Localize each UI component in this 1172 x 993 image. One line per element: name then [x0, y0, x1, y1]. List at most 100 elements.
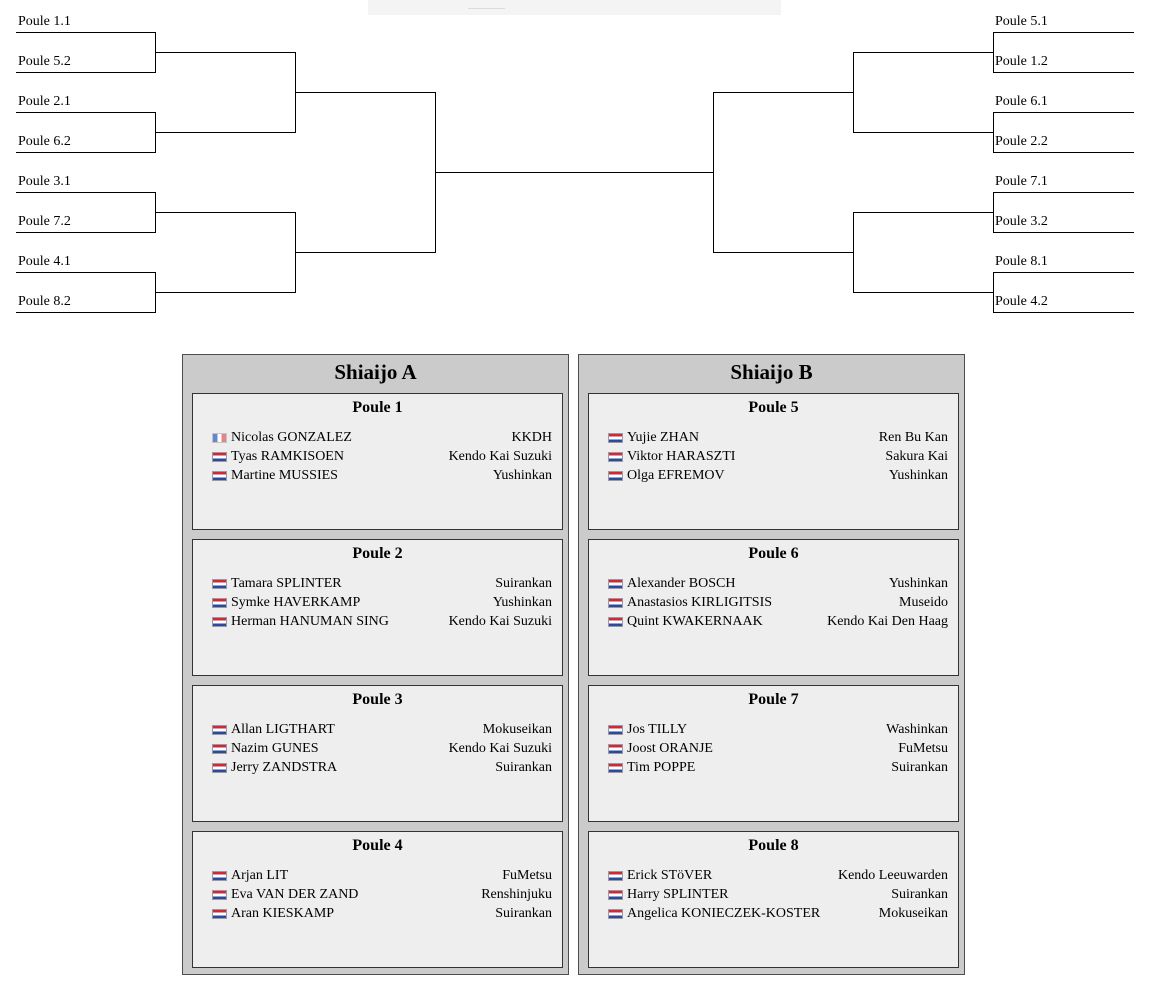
- poule-title: Poule 7: [748, 691, 799, 708]
- bracket-line: [993, 72, 1134, 73]
- netherlands-flag-icon: [608, 763, 623, 773]
- bracket-slot-left-5: Poule 3.1: [18, 174, 71, 189]
- bracket-line: [16, 112, 156, 113]
- fighter-club: Kendo Kai Suzuki: [448, 741, 552, 756]
- poule-title: Poule 8: [748, 837, 799, 854]
- bracket-line: [155, 32, 156, 72]
- bracket-line: [993, 192, 1134, 193]
- fighter-club: Kendo Leeuwarden: [837, 868, 948, 883]
- bracket-line: [296, 92, 436, 93]
- netherlands-flag-icon: [608, 598, 623, 608]
- bracket-slot-right-6: Poule 3.2: [995, 214, 1048, 229]
- netherlands-flag-icon: [608, 617, 623, 627]
- fighter-name: Nicolas GONZALEZ: [231, 430, 352, 445]
- fighter-name: Tim POPPE: [627, 760, 696, 775]
- bracket-slot-right-7: Poule 8.1: [995, 254, 1048, 269]
- bracket-slot-left-2: Poule 5.2: [18, 54, 71, 69]
- bracket-line: [993, 32, 1134, 33]
- netherlands-flag-icon: [608, 471, 623, 481]
- bracket-line: [993, 312, 1134, 313]
- fighter-row: Olga EFREMOV Yushinkan: [608, 466, 948, 485]
- france-flag-icon: [212, 433, 227, 443]
- bracket-slot-right-1: Poule 5.1: [995, 14, 1048, 29]
- bracket-line: [853, 52, 994, 53]
- bracket-slot-left-7: Poule 4.1: [18, 254, 71, 269]
- fighter-club: FuMetsu: [898, 741, 948, 756]
- poule-title: Poule 5: [748, 399, 799, 416]
- fighter-club: Suirankan: [891, 760, 948, 775]
- bracket-line: [993, 152, 1134, 153]
- bracket-line: [993, 32, 994, 72]
- netherlands-flag-icon: [212, 471, 227, 481]
- bracket-line: [993, 192, 994, 232]
- bracket-slot-right-3: Poule 6.1: [995, 94, 1048, 109]
- bracket-line: [16, 152, 156, 153]
- netherlands-flag-icon: [212, 909, 227, 919]
- bracket-line: [993, 272, 994, 312]
- bracket-line: [156, 212, 296, 213]
- fighter-name: Eva VAN DER ZAND: [231, 887, 359, 902]
- bracket-line: [295, 212, 296, 292]
- fighter-name: Olga EFREMOV: [627, 468, 725, 483]
- shiaijo-title: Shiaijo B: [730, 360, 813, 384]
- bracket-line: [435, 92, 436, 252]
- bracket-line: [16, 312, 156, 313]
- fighter-row: Nicolas GONZALEZ KKDH: [212, 428, 552, 447]
- netherlands-flag-icon: [212, 725, 227, 735]
- netherlands-flag-icon: [608, 890, 623, 900]
- fighter-row: Joost ORANJE FuMetsu: [608, 739, 948, 758]
- fighter-club: Mokuseikan: [482, 722, 552, 737]
- bracket-line: [993, 232, 1134, 233]
- fighter-name: Tyas RAMKISOEN: [231, 449, 344, 464]
- netherlands-flag-icon: [608, 433, 623, 443]
- fighter-club: Renshinjuku: [481, 887, 552, 902]
- fighter-name: Jos TILLY: [627, 722, 688, 737]
- bracket-line: [16, 192, 156, 193]
- fighter-club: Suirankan: [495, 906, 552, 921]
- fighter-club: Yushinkan: [492, 468, 552, 483]
- fighter-name: Joost ORANJE: [627, 741, 713, 756]
- fighter-club: KKDH: [511, 430, 552, 445]
- netherlands-flag-icon: [212, 744, 227, 754]
- bracket-line: [156, 292, 296, 293]
- netherlands-flag-icon: [608, 909, 623, 919]
- fighter-club: Kendo Kai Suzuki: [448, 614, 552, 629]
- bracket-line: [156, 52, 296, 53]
- netherlands-flag-icon: [608, 725, 623, 735]
- fighter-name: Harry SPLINTER: [627, 887, 729, 902]
- bracket-final-line: [436, 172, 714, 173]
- fighter-club: Yushinkan: [888, 468, 948, 483]
- bracket-line: [853, 52, 854, 132]
- fighter-club: Kendo Kai Suzuki: [448, 449, 552, 464]
- bracket-line: [155, 112, 156, 152]
- fighter-club: Washinkan: [886, 722, 948, 737]
- poule-title: Poule 6: [748, 545, 799, 562]
- bracket-slot-left-6: Poule 7.2: [18, 214, 71, 229]
- netherlands-flag-icon: [212, 871, 227, 881]
- fighter-row: Eva VAN DER ZAND Renshinjuku: [212, 885, 552, 904]
- bracket-line: [16, 32, 156, 33]
- fighter-club: Yushinkan: [888, 576, 948, 591]
- shiaijo-title: Shiaijo A: [334, 360, 417, 384]
- netherlands-flag-icon: [212, 598, 227, 608]
- fighter-club: Suirankan: [495, 760, 552, 775]
- fighter-name: Nazim GUNES: [231, 741, 319, 756]
- bracket-line: [713, 252, 854, 253]
- netherlands-flag-icon: [608, 744, 623, 754]
